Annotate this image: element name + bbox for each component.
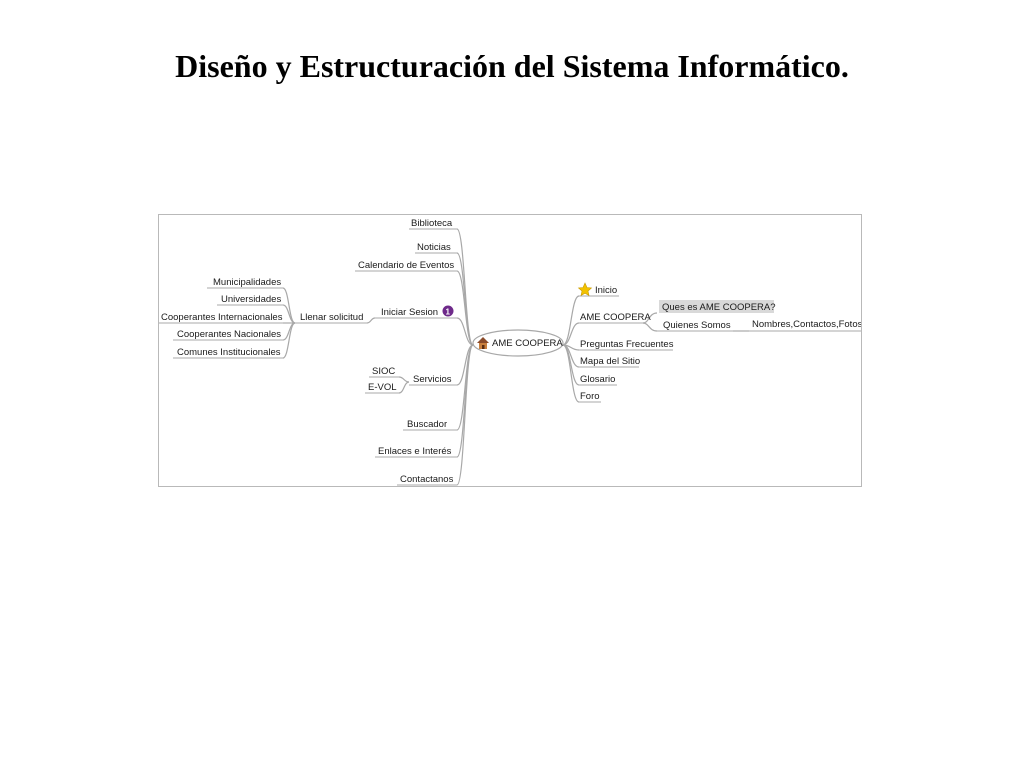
right-underlines	[579, 295, 861, 403]
left-edges	[456, 228, 474, 486]
svg-text:Ques es AME COOPERA?: Ques es AME COOPERA?	[662, 302, 776, 313]
right-edges	[562, 295, 580, 403]
node-ame-coopera[interactable]: AME COOPERA	[580, 312, 651, 323]
node-llenar-solicitud[interactable]: Llenar solicitud	[300, 312, 363, 323]
left-underlines	[159, 228, 457, 486]
house-icon	[477, 337, 489, 349]
node-buscador[interactable]: Buscador	[407, 419, 447, 430]
node-cooperantes-nacionales[interactable]: Cooperantes Nacionales	[177, 329, 281, 340]
node-iniciar-sesion[interactable]: Iniciar Sesion	[381, 307, 438, 318]
node-sioc[interactable]: SIOC	[372, 366, 395, 377]
node-contactanos[interactable]: Contactanos	[400, 474, 454, 485]
node-noticias[interactable]: Noticias	[417, 242, 451, 253]
mindmap-diagram: AME COOPERA Biblioteca Noticias Calendar…	[158, 214, 862, 487]
root-node[interactable]: AME COOPERA	[472, 329, 564, 357]
root-label: AME COOPERA	[492, 338, 563, 349]
left-sub-edges	[282, 287, 410, 394]
node-ques-es-ame-coopera[interactable]: Ques es AME COOPERA?	[659, 300, 776, 313]
node-universidades[interactable]: Universidades	[221, 294, 281, 305]
notification-badge: 1	[442, 305, 454, 317]
node-comunes-institucionales[interactable]: Comunes Institucionales	[177, 347, 281, 358]
node-cooperantes-internacionales[interactable]: Cooperantes Internacionales	[161, 312, 283, 323]
svg-text:1: 1	[446, 308, 451, 317]
node-foro[interactable]: Foro	[580, 391, 600, 402]
node-preguntas-frecuentes[interactable]: Preguntas Frecuentes	[580, 339, 674, 350]
star-icon	[577, 282, 593, 297]
node-glosario[interactable]: Glosario	[580, 374, 615, 385]
node-quienes-somos[interactable]: Quienes Somos	[663, 320, 731, 331]
node-e-vol[interactable]: E-VOL	[368, 382, 397, 393]
node-enlaces-e-interes[interactable]: Enlaces e Interés	[378, 446, 452, 457]
slide-title: Diseño y Estructuración del Sistema Info…	[175, 48, 849, 84]
node-servicios[interactable]: Servicios	[413, 374, 452, 385]
right-sub-edges	[642, 312, 749, 332]
node-municipalidades[interactable]: Municipalidades	[213, 277, 281, 288]
node-calendario-de-eventos[interactable]: Calendario de Eventos	[358, 260, 454, 271]
node-nombres-contactos-fotos[interactable]: Nombres,Contactos,Fotos	[752, 319, 862, 330]
node-mapa-del-sitio[interactable]: Mapa del Sitio	[580, 356, 640, 367]
node-biblioteca[interactable]: Biblioteca	[411, 218, 453, 229]
node-inicio[interactable]: Inicio	[595, 285, 617, 296]
